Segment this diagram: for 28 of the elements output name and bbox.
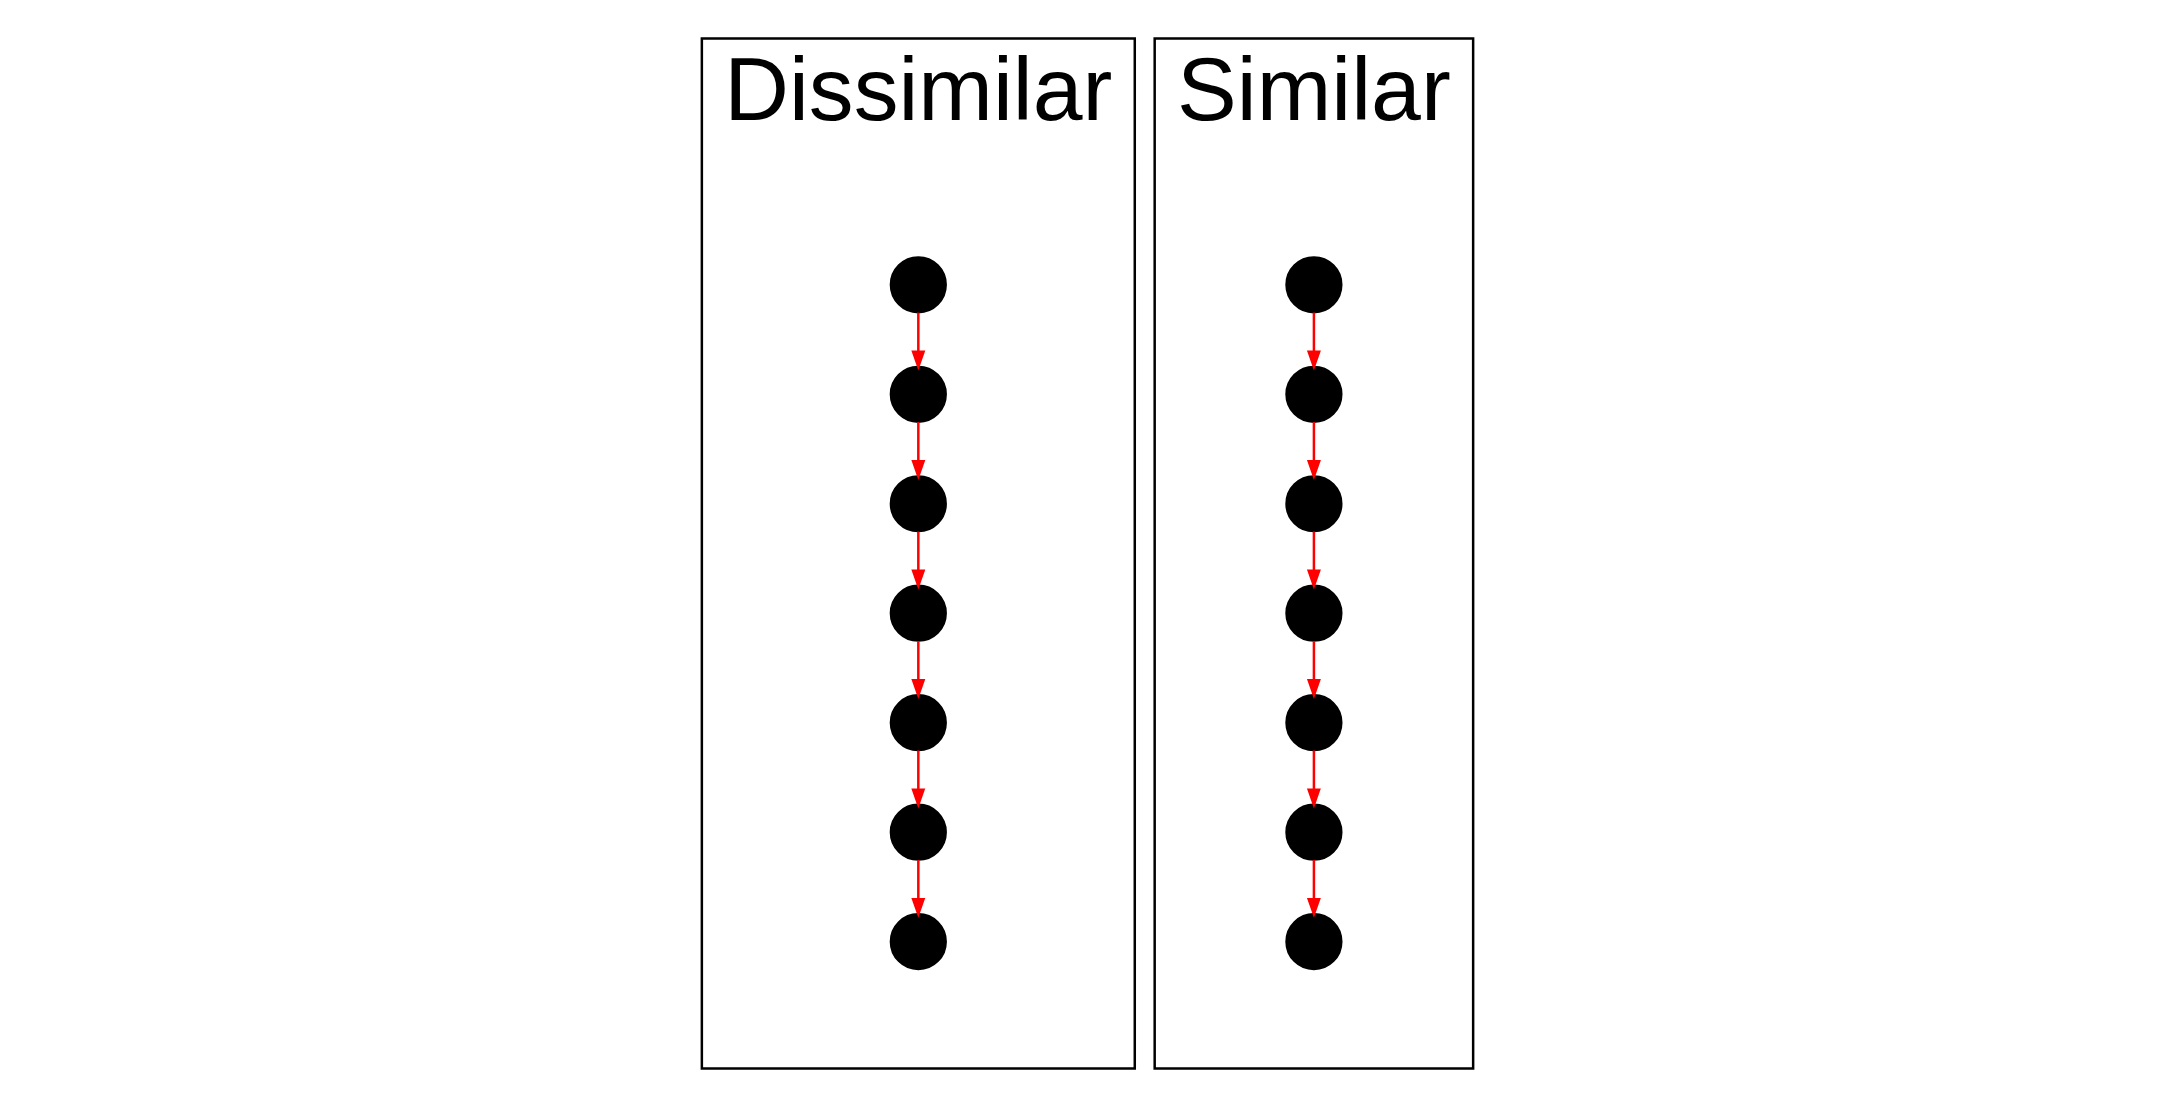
arrow [911, 531, 926, 590]
node-circle [889, 475, 947, 533]
node-circle [889, 365, 947, 423]
node-circle [1285, 913, 1343, 971]
arrow [911, 422, 926, 480]
node-circle [1285, 365, 1343, 423]
arrow [1306, 531, 1321, 590]
arrow [911, 750, 926, 809]
cluster: Similar [1153, 37, 1475, 1070]
arrow [1306, 312, 1321, 371]
node-circle [889, 913, 947, 971]
node-circle [889, 803, 947, 861]
arrow [911, 859, 926, 918]
node-circle [1285, 803, 1343, 861]
node-circle [889, 256, 947, 314]
cluster: Dissimilar [700, 37, 1136, 1070]
arrow [911, 312, 926, 371]
node-circle [1285, 584, 1343, 642]
arrow [1306, 750, 1321, 809]
node-circle [889, 694, 947, 752]
node-circle [1285, 694, 1343, 752]
node-circle [1285, 256, 1343, 314]
node-circle [889, 584, 947, 642]
arrow [1306, 859, 1321, 918]
arrow [1306, 641, 1321, 699]
arrow [911, 641, 926, 699]
node-circle [1285, 475, 1343, 533]
arrow [1306, 422, 1321, 480]
